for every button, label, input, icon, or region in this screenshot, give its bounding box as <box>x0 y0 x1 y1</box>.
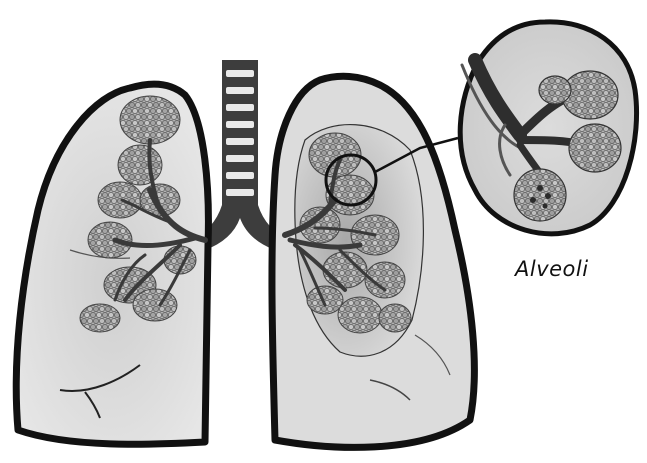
alveoli-label: Alveoli <box>513 257 589 281</box>
magnified-alveoli-view <box>460 22 636 234</box>
right-lung <box>272 76 474 447</box>
